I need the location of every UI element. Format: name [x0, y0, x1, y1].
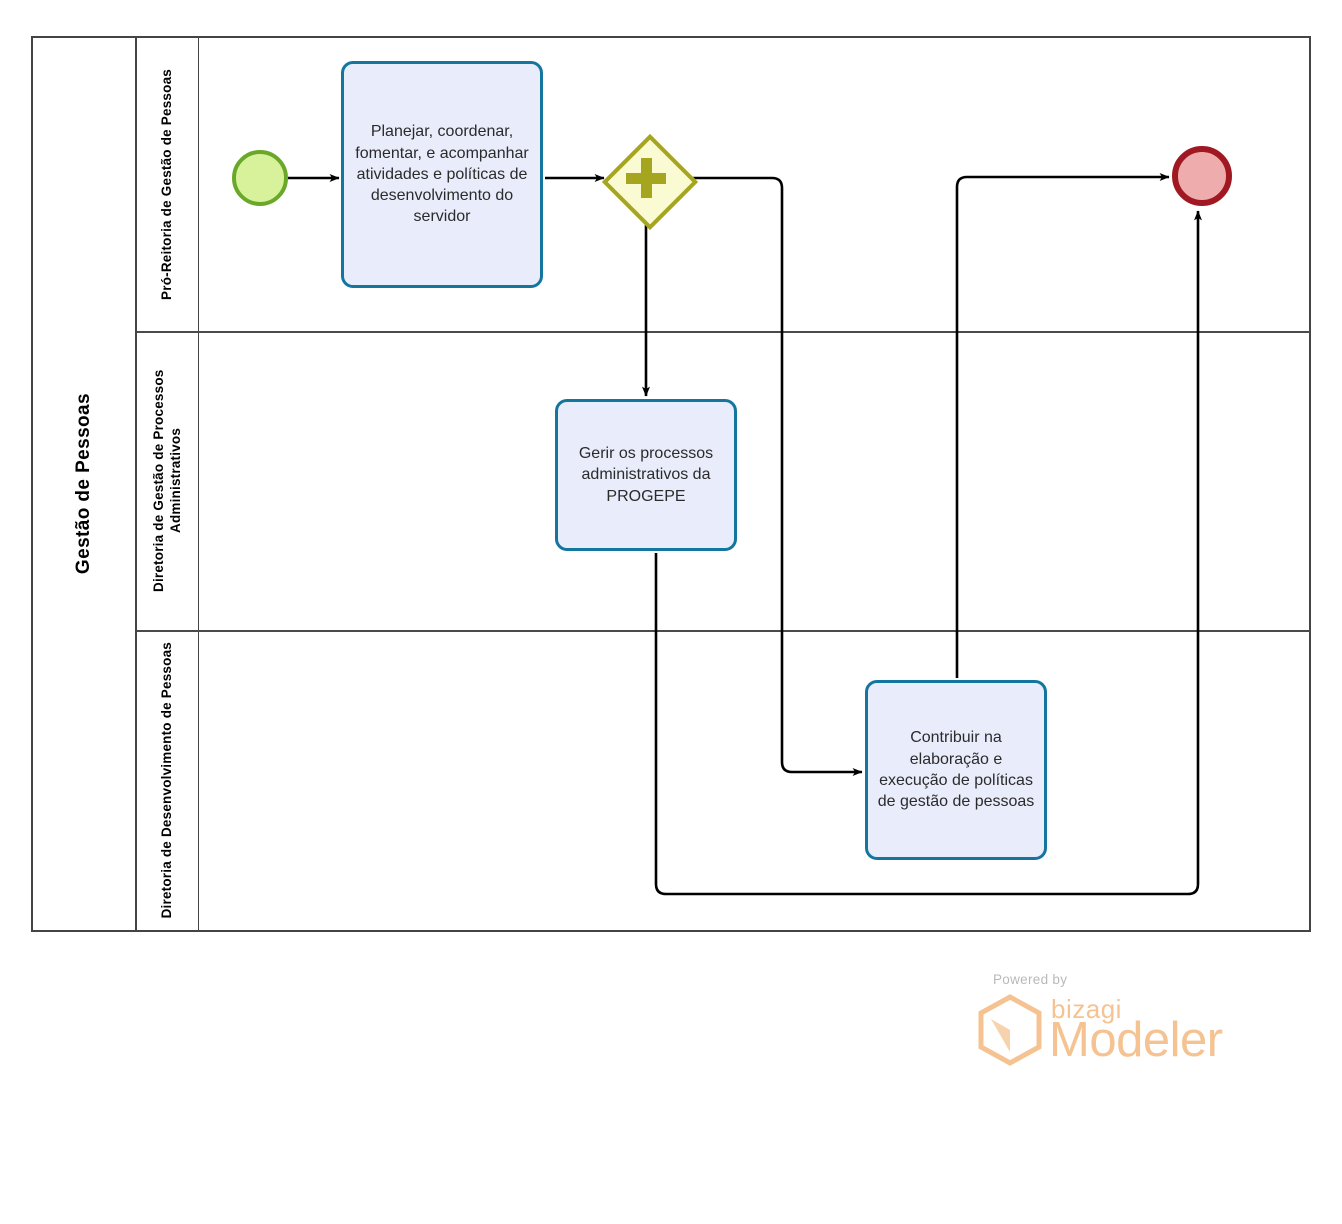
lane-desenvolvimento-pessoas-header: Diretoria de Desenvolvimento de Pessoas	[137, 630, 199, 930]
pool-title: Gestão de Pessoas	[73, 393, 94, 575]
lane-processos-administrativos-label: Diretoria de Gestão de Processos Adminis…	[150, 369, 183, 592]
lane-processos-administrativos[interactable]: Diretoria de Gestão de Processos Adminis…	[137, 331, 1311, 630]
start-event[interactable]	[232, 150, 288, 206]
bizagi-watermark: Powered by bizagi Modeler	[975, 972, 1245, 1072]
powered-by-label: Powered by	[993, 972, 1068, 987]
lane-pro-reitoria-label: Pró-Reitoria de Gestão de Pessoas	[159, 69, 175, 300]
lane-divider-1	[137, 331, 1311, 333]
lane-desenvolvimento-pessoas[interactable]: Diretoria de Desenvolvimento de Pessoas	[137, 630, 1311, 930]
lane-divider-2	[137, 630, 1311, 632]
bizagi-brand-text: bizagi	[1051, 994, 1122, 1024]
lane-processos-administrativos-header: Diretoria de Gestão de Processos Adminis…	[137, 331, 199, 630]
pool-header: Gestão de Pessoas	[33, 38, 137, 930]
parallel-gateway[interactable]	[601, 133, 699, 231]
end-event[interactable]	[1172, 146, 1232, 206]
task-planejar[interactable]: Planejar, coordenar, fomentar, e acompan…	[341, 61, 543, 288]
task-contribuir-politicas[interactable]: Contribuir na elaboração e execução de p…	[865, 680, 1047, 860]
lane-pro-reitoria[interactable]: Pró-Reitoria de Gestão de Pessoas	[137, 38, 1311, 331]
task-gerir-processos[interactable]: Gerir os processos administrativos da PR…	[555, 399, 737, 551]
lane-desenvolvimento-pessoas-label: Diretoria de Desenvolvimento de Pessoas	[159, 641, 175, 919]
bizagi-hexagon-logo	[978, 994, 1042, 1066]
lane-pro-reitoria-header: Pró-Reitoria de Gestão de Pessoas	[137, 38, 199, 331]
modeler-product-text: Modeler	[1049, 1013, 1223, 1067]
parallel-plus-icon-vertical	[640, 158, 652, 198]
